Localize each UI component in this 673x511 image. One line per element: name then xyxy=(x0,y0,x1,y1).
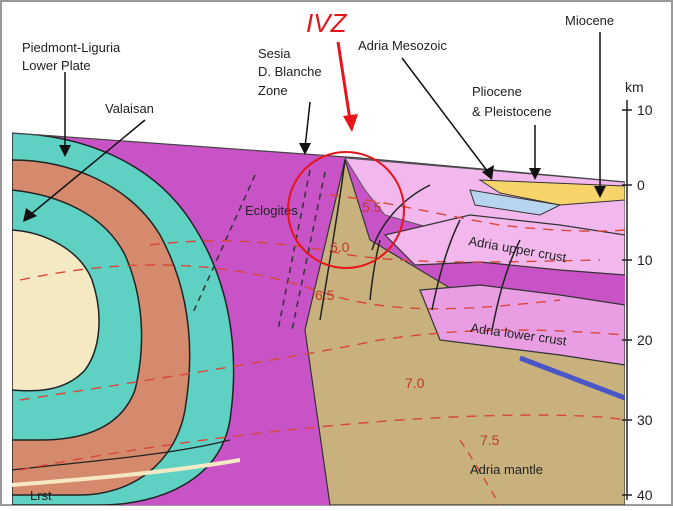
label-pliocene-1: Pliocene xyxy=(472,84,522,99)
isotherm-label: 6.0 xyxy=(330,239,350,255)
isotherm-label: 7.5 xyxy=(480,432,500,448)
thin-layer-1 xyxy=(12,439,231,471)
label-pliocene-2: & Pleistocene xyxy=(472,104,552,119)
fault-line-2 xyxy=(369,239,381,301)
arrow-valaisan xyxy=(29,119,146,216)
label-sesia-2: D. Blanche xyxy=(258,64,322,79)
isotherm-label: 6.5 xyxy=(315,287,335,303)
arrow-sesia xyxy=(304,101,311,149)
thin-layer-2 xyxy=(12,458,241,487)
arrow-adria-mesozoic xyxy=(401,57,489,173)
label-valaisan: Valaisan xyxy=(105,101,154,116)
fault-line-3 xyxy=(431,219,461,311)
label-piedmont-1: Piedmont-Liguria xyxy=(22,40,121,55)
depth-tick-label: 10 xyxy=(637,252,653,268)
label-sesia-3: Zone xyxy=(258,83,288,98)
label-piedmont-2: Lower Plate xyxy=(22,58,91,73)
label-eclogites: Eclogites xyxy=(245,203,298,218)
pliocene-sediments xyxy=(478,179,625,206)
depth-tick-label: 30 xyxy=(637,412,653,428)
mesozoic-layer xyxy=(469,189,562,216)
isotherm-curve-70 xyxy=(19,329,625,401)
fault-line-1 xyxy=(319,159,346,321)
fault-line-5 xyxy=(371,184,431,251)
geology-layers xyxy=(12,133,625,505)
depth-tick-label: 40 xyxy=(637,487,653,503)
isotherm-curve-55 xyxy=(329,194,625,232)
fault-line-4 xyxy=(491,239,521,331)
ivz-label: IVZ xyxy=(306,8,348,38)
sesia-boundary-3 xyxy=(291,171,326,331)
isotherm-curve-75 xyxy=(19,414,625,471)
depth-tick-label: 10 xyxy=(637,102,653,118)
depth-axis-unit: km xyxy=(625,79,644,95)
depth-tick-label: 0 xyxy=(637,177,645,193)
isotherm-label: 5.5 xyxy=(362,199,382,215)
label-bottom-left: Lrst xyxy=(30,488,52,503)
adria-lower-crust xyxy=(419,284,625,366)
isotherm-label: 7.0 xyxy=(405,375,425,391)
ivz-arrow xyxy=(336,41,352,121)
isotherm-curve-65 xyxy=(19,264,561,310)
depth-tick-label: 20 xyxy=(637,332,653,348)
sesia-boundary-2 xyxy=(277,169,311,331)
label-sesia-1: Sesia xyxy=(258,46,291,61)
label-miocene: Miocene xyxy=(565,13,614,28)
label-adria-mantle: Adria mantle xyxy=(470,462,543,477)
sesia-boundary-1 xyxy=(191,174,256,316)
ivz-highlight-circle xyxy=(287,151,405,269)
label-adria-mesozoic: Adria Mesozoic xyxy=(358,38,447,53)
isotherm-curve-60 xyxy=(149,240,601,263)
blue-band xyxy=(519,355,625,401)
